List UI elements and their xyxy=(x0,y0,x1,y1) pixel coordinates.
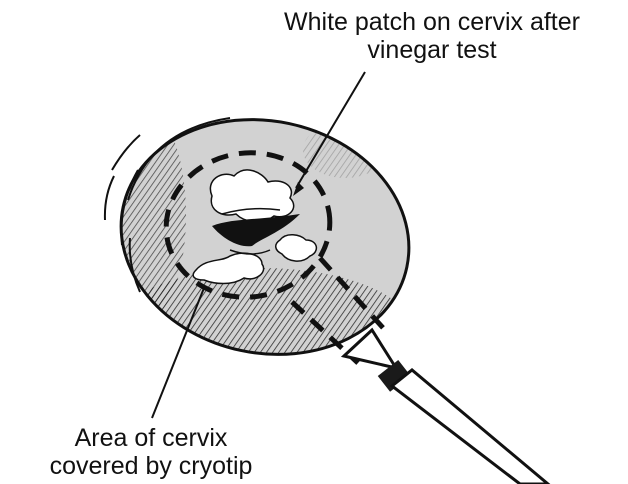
cryoprobe xyxy=(344,330,548,484)
cryotip-area-label-line-1: Area of cervix xyxy=(6,424,296,452)
white-patch-label: White patch on cervix after vinegar test xyxy=(236,8,628,64)
white-patch-label-line-2: vinegar test xyxy=(236,36,628,64)
probe-shaft xyxy=(392,370,548,484)
cryotip-area-label: Area of cervix covered by cryotip xyxy=(6,424,296,480)
white-patch-label-line-1: White patch on cervix after xyxy=(236,8,628,36)
cryotip-area-label-line-2: covered by cryotip xyxy=(6,452,296,480)
